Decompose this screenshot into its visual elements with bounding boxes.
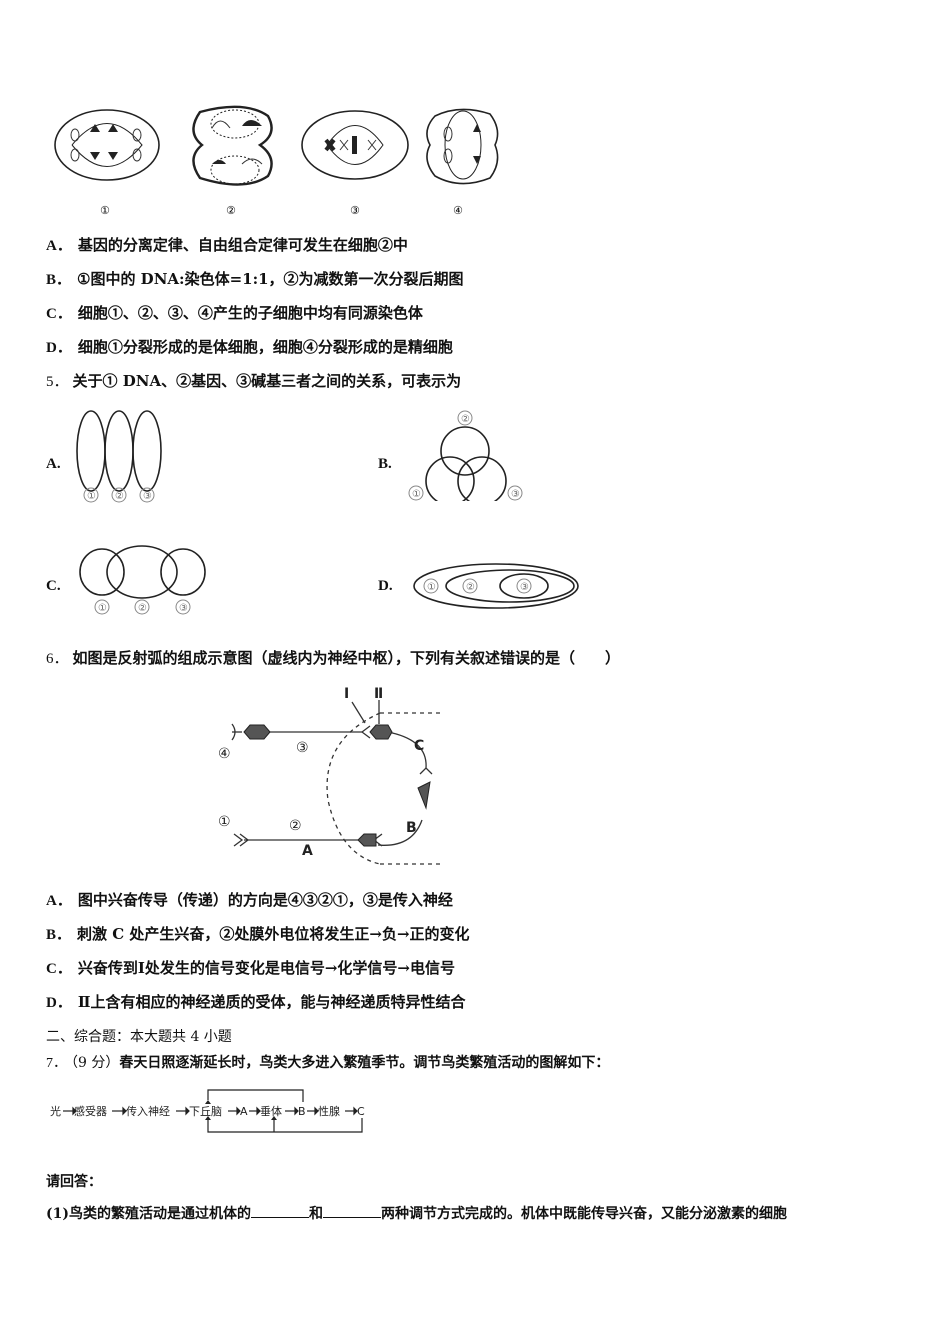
svg-text:③: ③ <box>296 740 309 756</box>
q7-prompt: 请回答： <box>46 1174 102 1190</box>
cell-label-2: ② <box>226 204 236 217</box>
q6-option-a-text: 图中兴奋传导（传递）的方向是④③②①，③是传入神经 <box>77 891 453 909</box>
svg-text:③: ③ <box>143 491 152 502</box>
svg-text:③: ③ <box>511 489 520 500</box>
svg-text:光: 光 <box>50 1104 61 1118</box>
q7-blank-1[interactable] <box>251 1203 309 1218</box>
section-2-title: 二、综合题：本大题共 4 小题 <box>46 1029 232 1045</box>
q4-option-c-text: 细胞①、②、③、④产生的子细胞中均有同源染色体 <box>77 304 423 322</box>
svg-text:Ⅰ: Ⅰ <box>344 686 349 702</box>
reflex-arc-diagram: Ⅰ Ⅱ C B A ④ ③ ① ② <box>200 680 460 870</box>
svg-text:C: C <box>357 1105 365 1118</box>
svg-text:④: ④ <box>218 746 231 762</box>
q4-option-c[interactable]: C．细胞①、②、③、④产生的子细胞中均有同源染色体 <box>46 304 423 322</box>
q5-option-a-key[interactable]: A. <box>46 456 61 472</box>
q5-option-c-diagram[interactable]: ① ② ③ <box>75 540 215 620</box>
svg-text:C: C <box>414 738 424 754</box>
q6-option-d[interactable]: D．Ⅱ上含有相应的神经递质的受体，能与神经递质特异性结合 <box>46 993 466 1011</box>
q4-option-b[interactable]: B．①图中的 DNA:染色体=1:1，②为减数第一次分裂后期图 <box>46 270 464 288</box>
svg-text:A: A <box>302 843 313 859</box>
cell-division-figure: ① ② ③ ④ <box>50 102 510 222</box>
q5-option-a-diagram[interactable]: ① ② ③ <box>70 405 170 505</box>
q5-option-b-key[interactable]: B. <box>378 456 392 472</box>
q6-option-c-text: 兴奋传到Ⅰ处发生的信号变化是电信号→化学信号→电信号 <box>77 959 455 977</box>
cell-label-4: ④ <box>453 204 463 217</box>
svg-text:②: ② <box>461 414 470 425</box>
q7-blank-2[interactable] <box>323 1203 381 1218</box>
svg-text:①: ① <box>87 491 96 502</box>
q5-option-d-diagram[interactable]: ① ② ③ <box>410 560 585 615</box>
q4-option-b-text: ①图中的 DNA:染色体=1:1，②为减数第一次分裂后期图 <box>77 270 464 288</box>
q5-option-c-key[interactable]: C. <box>46 578 61 594</box>
svg-text:B: B <box>298 1105 306 1118</box>
q6-option-c[interactable]: C．兴奋传到Ⅰ处发生的信号变化是电信号→化学信号→电信号 <box>46 959 455 977</box>
svg-text:垂体: 垂体 <box>260 1104 282 1118</box>
svg-text:①: ① <box>427 582 436 593</box>
svg-text:②: ② <box>138 603 147 614</box>
svg-text:②: ② <box>115 491 124 502</box>
svg-text:传入神经: 传入神经 <box>126 1104 170 1118</box>
q7-stem: 7．（9 分）春天日照逐渐延长时，鸟类大多进入繁殖季节。调节鸟类繁殖活动的图解如… <box>46 1055 610 1071</box>
svg-text:①: ① <box>412 489 421 500</box>
svg-text:Ⅱ: Ⅱ <box>374 686 383 702</box>
q7-sub1: (1)鸟类的繁殖活动是通过机体的和两种调节方式完成的。机体中既能传导兴奋，又能分… <box>46 1203 787 1224</box>
q5-option-d-key[interactable]: D. <box>378 578 393 594</box>
q6-option-b-text: 刺激 C 处产生兴奋，②处膜外电位将发生正→负→正的变化 <box>77 925 470 943</box>
cell-label-3: ③ <box>350 204 360 217</box>
q5-option-b-diagram[interactable]: ② ① ③ <box>400 405 540 506</box>
q4-option-a[interactable]: A．基因的分离定律、自由组合定律可发生在细胞②中 <box>46 236 408 254</box>
svg-text:②: ② <box>466 582 475 593</box>
svg-text:①: ① <box>98 603 107 614</box>
svg-text:③: ③ <box>520 582 529 593</box>
q6-option-a[interactable]: A．图中兴奋传导（传递）的方向是④③②①，③是传入神经 <box>46 891 453 909</box>
q4-option-a-text: 基因的分离定律、自由组合定律可发生在细胞②中 <box>77 236 408 254</box>
q4-option-d-text: 细胞①分裂形成的是体细胞，细胞④分裂形成的是精细胞 <box>77 338 453 356</box>
cell-division-diagram: ① ② ③ ④ <box>54 105 499 217</box>
q5-stem: 5．关于① DNA、②基因、③碱基三者之间的关系，可表示为 <box>46 372 462 390</box>
svg-text:①: ① <box>218 814 231 830</box>
svg-text:A: A <box>240 1105 248 1118</box>
q7-flow-diagram: 光 感受器 传入神经 下丘脑 A 垂体 B 性腺 C <box>50 1088 380 1136</box>
svg-text:性腺: 性腺 <box>318 1104 340 1118</box>
svg-text:感受器: 感受器 <box>74 1105 107 1118</box>
svg-text:②: ② <box>289 818 302 834</box>
svg-text:B: B <box>406 820 417 836</box>
q4-option-d[interactable]: D．细胞①分裂形成的是体细胞，细胞④分裂形成的是精细胞 <box>46 338 453 356</box>
svg-text:③: ③ <box>179 603 188 614</box>
q6-option-d-text: Ⅱ上含有相应的神经递质的受体，能与神经递质特异性结合 <box>77 993 466 1011</box>
cell-label-1: ① <box>100 204 110 217</box>
svg-text:下丘脑: 下丘脑 <box>189 1105 222 1118</box>
q6-stem: 6．如图是反射弧的组成示意图（虚线内为神经中枢），下列有关叙述错误的是（ ） <box>46 649 621 667</box>
q6-option-b[interactable]: B．刺激 C 处产生兴奋，②处膜外电位将发生正→负→正的变化 <box>46 925 470 943</box>
